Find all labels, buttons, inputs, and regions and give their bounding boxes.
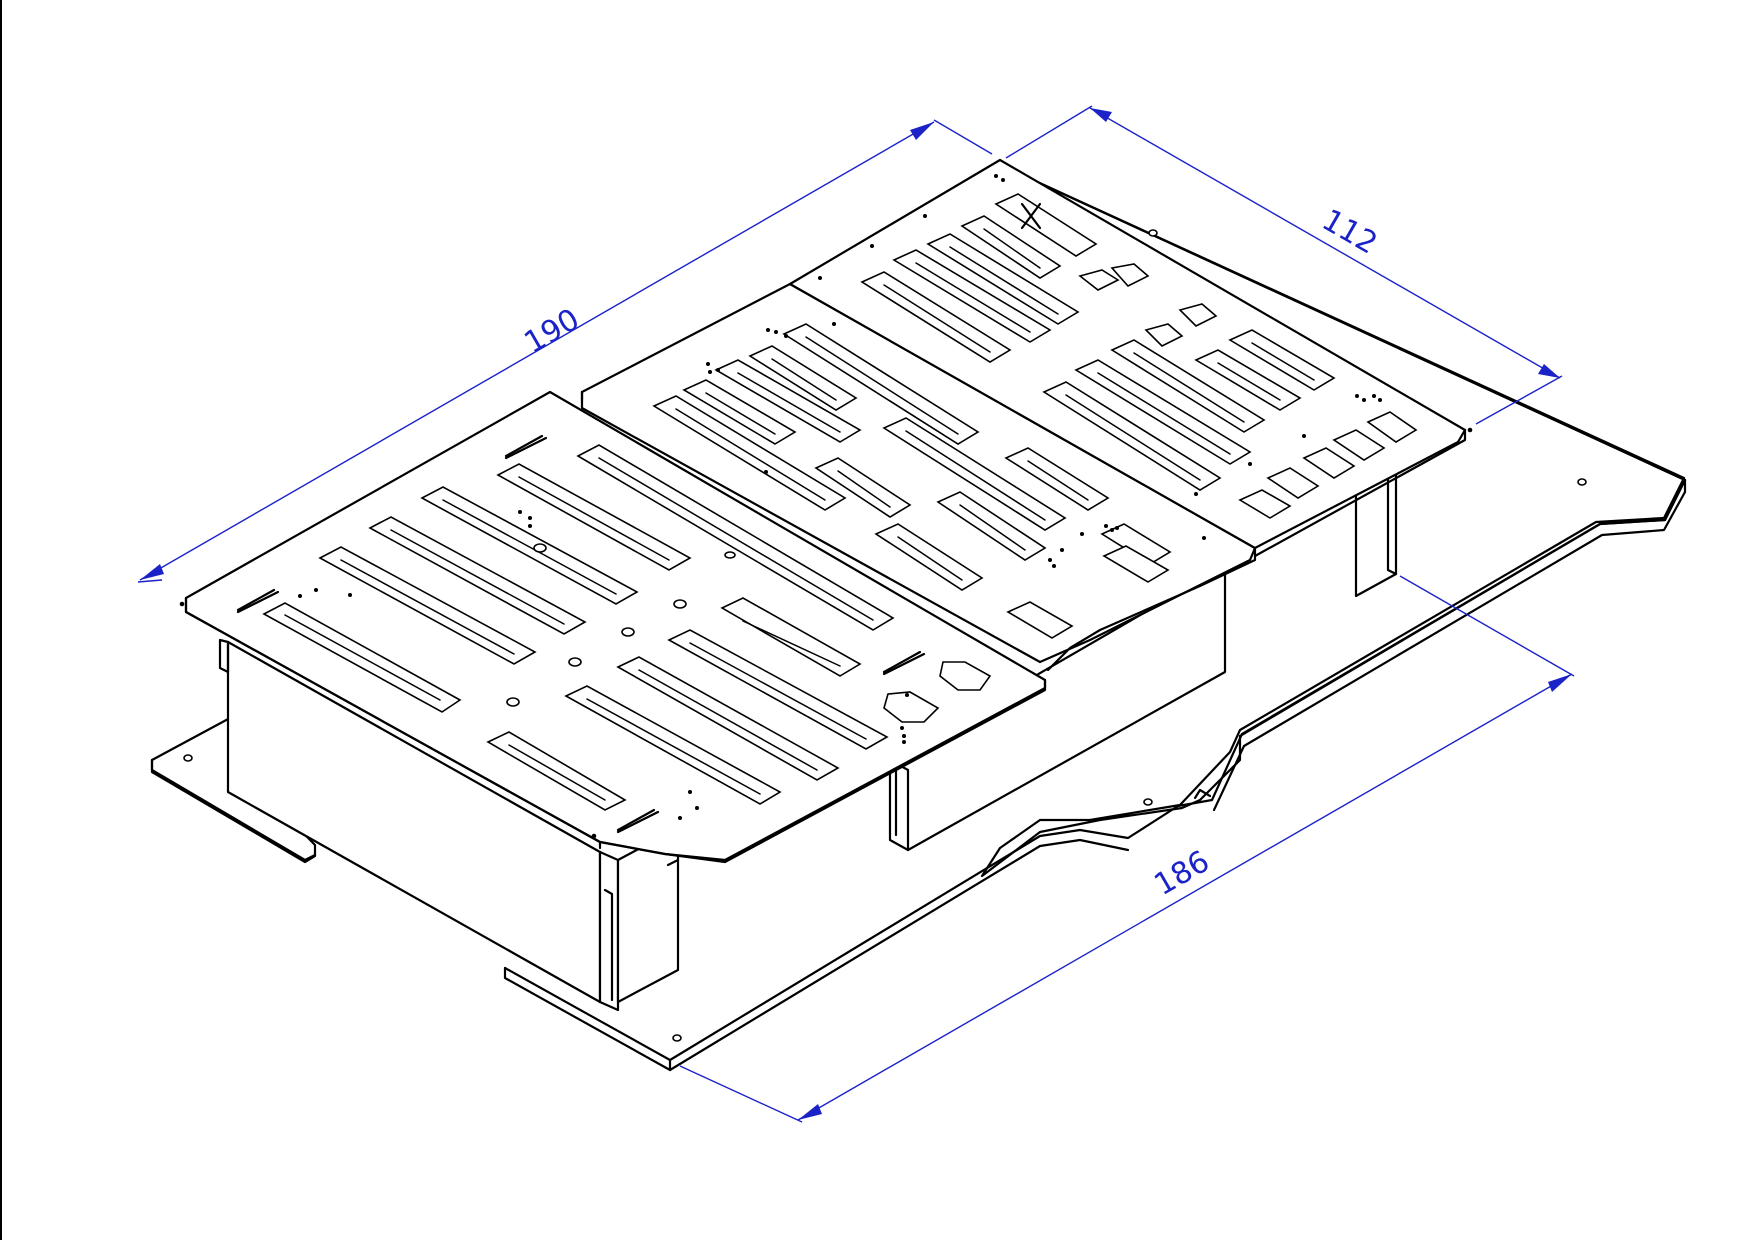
dimension-label-190: 190 [519,302,586,361]
hex-cutout [939,661,992,691]
support-walls [218,460,1398,1012]
top-plate-right [788,158,1473,558]
slots-right [860,193,1418,519]
slots-left [262,444,895,811]
hex-cutout [883,691,940,723]
base-hole [672,1034,682,1042]
base-hole [1148,229,1158,237]
base-hole [183,754,193,762]
top-plate-left [179,390,1047,864]
x-mark [1020,202,1042,230]
slots-middle [652,323,1172,639]
top-plate-middle [580,282,1257,672]
dimension-label-112: 112 [1316,203,1383,262]
dimension-label-186: 186 [1149,844,1216,903]
base-hole [1577,478,1587,486]
base-hole [1143,798,1153,806]
